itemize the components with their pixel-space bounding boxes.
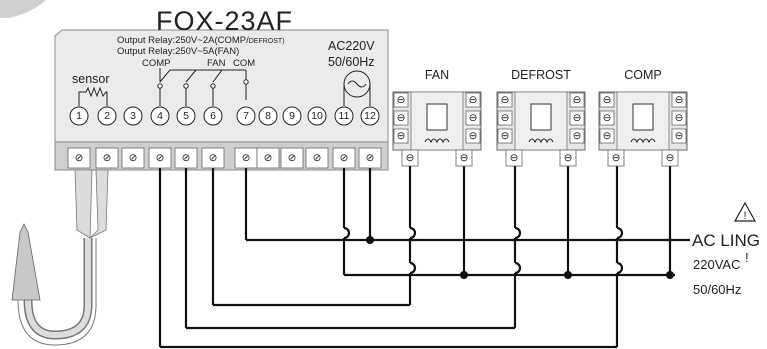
contactor-terminal-icon: ⊖ bbox=[469, 130, 478, 142]
terminal-number: 9 bbox=[289, 110, 295, 122]
terminal-screw-icon: ⊘ bbox=[156, 152, 165, 164]
warning-mark: ! bbox=[745, 250, 749, 265]
terminal-screw-icon: ⊘ bbox=[242, 152, 251, 164]
model-title: FOX-23AF bbox=[156, 6, 293, 36]
coil-terminal-icon: ⊖ bbox=[666, 152, 675, 164]
contactor-terminal-icon: ⊖ bbox=[469, 112, 478, 124]
terminal-number: 4 bbox=[157, 110, 163, 122]
terminal-number: 1 bbox=[76, 110, 82, 122]
contactor-terminal-icon: ⊖ bbox=[603, 94, 612, 106]
terminal-number: 5 bbox=[183, 110, 189, 122]
spec-relay-comp-defrost: Output Relay:250V~2A(COMP/DEFROST) bbox=[117, 35, 285, 46]
corner-decoration bbox=[0, 0, 46, 18]
terminal-screw-icon: ⊘ bbox=[313, 152, 322, 164]
warning-triangle-icon: ! bbox=[733, 201, 757, 222]
terminal-screw-icon: ⊘ bbox=[340, 152, 349, 164]
terminal-number: 8 bbox=[265, 110, 271, 122]
contactor-terminal-icon: ⊖ bbox=[675, 130, 684, 142]
contactor-terminal-icon: ⊖ bbox=[469, 94, 478, 106]
terminal-number: 11 bbox=[339, 110, 350, 122]
contactor-terminal-icon: ⊖ bbox=[397, 130, 406, 142]
wiring bbox=[158, 166, 690, 349]
svg-text:!: ! bbox=[743, 210, 746, 222]
terminal-screw-icon: ⊘ bbox=[209, 152, 218, 164]
coil-terminal-icon: ⊖ bbox=[564, 152, 573, 164]
terminal-number: 12 bbox=[364, 110, 376, 122]
terminal-number: 6 bbox=[210, 110, 216, 122]
ac-supply-title: AC LING bbox=[692, 231, 760, 250]
terminal-screw-icon: ⊘ bbox=[182, 152, 191, 164]
contactor-label: FAN bbox=[425, 68, 449, 82]
terminal-screw-icon: ⊘ bbox=[103, 152, 112, 164]
temperature-sensor-probe bbox=[11, 169, 109, 346]
ac-source-icon bbox=[343, 70, 371, 106]
terminal-screw-icon: ⊘ bbox=[129, 152, 138, 164]
contactor-defrost: DEFROST⊖⊖⊖⊖⊖⊖⊖⊖ bbox=[496, 68, 586, 167]
contactor-terminal-icon: ⊖ bbox=[501, 112, 510, 124]
contactor-terminal-icon: ⊖ bbox=[675, 94, 684, 106]
terminal-number: 10 bbox=[311, 110, 323, 122]
contactor-terminal-icon: ⊖ bbox=[675, 112, 684, 124]
power-label-frequency: 50/60Hz bbox=[328, 55, 375, 69]
relay-label-comp: COMP bbox=[142, 58, 171, 69]
coil-terminal-icon: ⊖ bbox=[612, 152, 621, 164]
contactor-terminal-icon: ⊖ bbox=[501, 94, 510, 106]
terminal-screw-icon: ⊘ bbox=[366, 152, 375, 164]
ac-supply-frequency: 50/60Hz bbox=[693, 282, 741, 297]
terminal-screw-icon: ⊘ bbox=[264, 152, 273, 164]
coil-terminal-icon: ⊖ bbox=[510, 152, 519, 164]
terminal-number: 3 bbox=[130, 110, 136, 122]
sensor-label: sensor bbox=[72, 72, 110, 86]
contactor-fan: FAN⊖⊖⊖⊖⊖⊖⊖⊖ bbox=[392, 68, 482, 167]
terminal-screw-icon: ⊘ bbox=[288, 152, 297, 164]
contactor-terminal-icon: ⊖ bbox=[603, 112, 612, 124]
terminal-number: 7 bbox=[243, 110, 249, 122]
spec-relay-fan: Output Relay:250V~5A(FAN) bbox=[117, 46, 239, 57]
terminal-number: 2 bbox=[104, 110, 110, 122]
contactor-terminal-icon: ⊖ bbox=[397, 94, 406, 106]
contactor-terminal-icon: ⊖ bbox=[501, 130, 510, 142]
contactor-terminal-icon: ⊖ bbox=[397, 112, 406, 124]
relay-label-fan: FAN bbox=[207, 58, 226, 69]
contactor-label: COMP bbox=[624, 68, 662, 82]
ac-supply-voltage: 220VAC bbox=[693, 257, 740, 272]
contactor-terminal-icon: ⊖ bbox=[603, 130, 612, 142]
power-label-voltage: AC220V bbox=[328, 39, 375, 53]
contactor-comp: COMP⊖⊖⊖⊖⊖⊖⊖⊖ bbox=[598, 68, 688, 167]
relay-label-com: COM bbox=[233, 58, 255, 69]
contactor-terminal-icon: ⊖ bbox=[573, 112, 582, 124]
contactor-label: DEFROST bbox=[511, 68, 571, 82]
contactor-terminal-icon: ⊖ bbox=[573, 130, 582, 142]
contactor-terminal-icon: ⊖ bbox=[573, 94, 582, 106]
sensor-resistor-icon bbox=[78, 86, 108, 106]
terminal-screw-icon: ⊘ bbox=[75, 152, 84, 164]
coil-terminal-icon: ⊖ bbox=[460, 152, 469, 164]
relay-contacts-schematic bbox=[157, 68, 249, 106]
terminal-block: ⊘ 1 ⊘ 2 ⊘ 3 ⊘ 4 ⊘ 5 ⊘ 6 ⊘ 7 ⊘ 8 ⊘ 9 ⊘ 10 ⊘ 11 ⊘ 12 bbox=[67, 106, 382, 169]
contactors: FAN⊖⊖⊖⊖⊖⊖⊖⊖DEFROST⊖⊖⊖⊖⊖⊖⊖⊖COMP⊖⊖⊖⊖⊖⊖⊖⊖ bbox=[392, 68, 688, 167]
coil-terminal-icon: ⊖ bbox=[406, 152, 415, 164]
